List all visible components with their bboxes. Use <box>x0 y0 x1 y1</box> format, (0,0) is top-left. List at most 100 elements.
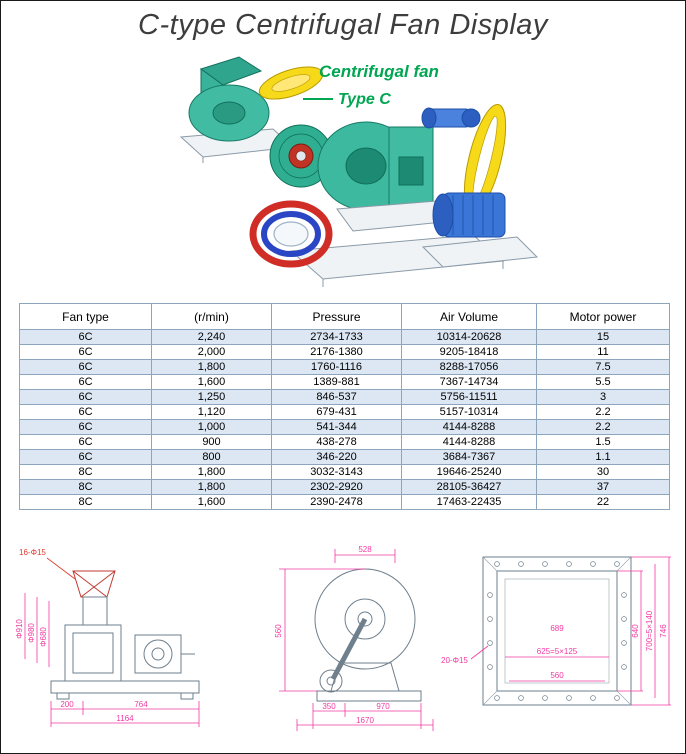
cell-fan-type: 6C <box>19 374 152 390</box>
cell-air-volume: 28105-36427 <box>401 479 537 495</box>
cell-air-volume: 9205-18418 <box>401 344 537 360</box>
top-dim-line <box>334 549 396 563</box>
header-rpm: (r/min) <box>151 303 272 330</box>
cell-pressure: 2302-2920 <box>271 479 402 495</box>
header-pressure: Pressure <box>271 303 402 330</box>
table-row: 6C 800 346-220 3684-7367 1.1 <box>19 449 670 465</box>
cell-rpm: 900 <box>151 434 272 450</box>
cell-air-volume: 5157-10314 <box>401 404 537 420</box>
table-row: 6C 1,600 1389-881 7367-14734 5.5 <box>19 374 670 390</box>
cell-motor-power: 2.2 <box>536 404 670 420</box>
motor <box>432 192 506 238</box>
cell-fan-type: 6C <box>19 434 152 450</box>
table-row: 6C 1,120 679-431 5157-10314 2.2 <box>19 404 670 420</box>
cell-rpm: 2,000 <box>151 344 272 360</box>
table-row: 8C 1,600 2390-2478 17463-22435 22 <box>19 494 670 510</box>
dim-label: 1670 <box>356 716 374 725</box>
dim-label: 625=5×125 <box>537 647 578 656</box>
cell-motor-power: 3 <box>536 389 670 405</box>
cell-motor-power: 11 <box>536 344 670 360</box>
spec-table-wrap: Fan type (r/min) Pressure Air Volume Mot… <box>19 303 670 510</box>
dim-label: 640 <box>631 624 640 638</box>
cell-fan-type: 6C <box>19 344 152 360</box>
dim-label: 16-Φ15 <box>19 548 46 557</box>
belt <box>463 104 507 214</box>
dim-label: 1164 <box>116 714 134 723</box>
cell-air-volume: 4144-8288 <box>401 434 537 450</box>
technical-drawings: 16-Φ15 Φ910 Φ980 Φ680 <box>1 541 685 751</box>
cell-fan-type: 8C <box>19 494 152 510</box>
table-row: 8C 1,800 2302-2920 28105-36427 37 <box>19 479 670 495</box>
cell-pressure: 3032-3143 <box>271 464 402 480</box>
inlet-ring <box>249 200 333 268</box>
right-dim-lines <box>617 556 671 706</box>
cell-rpm: 1,800 <box>151 464 272 480</box>
cell-rpm: 1,250 <box>151 389 272 405</box>
cell-fan-type: 6C <box>19 404 152 420</box>
fan-exploded-illustration: Centrifugal fan Type C <box>179 56 539 287</box>
cell-air-volume: 5756-11511 <box>401 389 537 405</box>
cell-air-volume: 4144-8288 <box>401 419 537 435</box>
cell-fan-type: 6C <box>19 329 152 345</box>
drawing-front-view: 528 560 350 <box>274 545 434 731</box>
cell-pressure: 2390-2478 <box>271 494 402 510</box>
cell-motor-power: 2.2 <box>536 419 670 435</box>
bottom-dim-lines <box>50 701 200 727</box>
cell-fan-type: 8C <box>19 464 152 480</box>
pulley-gearbox <box>421 107 481 129</box>
cell-fan-type: 8C <box>19 479 152 495</box>
cell-air-volume: 19646-25240 <box>401 464 537 480</box>
left-dim-line <box>279 568 365 692</box>
table-row: 6C 1,800 1760-1116 8288-17056 7.5 <box>19 359 670 375</box>
table-row: 6C 2,240 2734-1733 10314-20628 15 <box>19 329 670 345</box>
dim-label: 200 <box>60 700 74 709</box>
cell-motor-power: 1.5 <box>536 434 670 450</box>
corner-diagonals <box>482 556 632 706</box>
cell-air-volume: 8288-17056 <box>401 359 537 375</box>
cell-motor-power: 5.5 <box>536 374 670 390</box>
dim-label: 700=5×140 <box>645 610 654 651</box>
illustration-labels: Centrifugal fan Type C <box>303 62 439 108</box>
cell-pressure: 679-431 <box>271 404 402 420</box>
cell-rpm: 1,600 <box>151 494 272 510</box>
cell-pressure: 846-537 <box>271 389 402 405</box>
header-fan-type: Fan type <box>19 303 152 330</box>
cell-pressure: 438-278 <box>271 434 402 450</box>
cell-motor-power: 7.5 <box>536 359 670 375</box>
cell-fan-type: 6C <box>19 419 152 435</box>
inlet-hopper <box>72 570 116 598</box>
cell-rpm: 1,000 <box>151 419 272 435</box>
cell-rpm: 1,120 <box>151 404 272 420</box>
cell-motor-power: 22 <box>536 494 670 510</box>
table-row: 8C 1,800 3032-3143 19646-25240 30 <box>19 464 670 480</box>
cell-rpm: 1,600 <box>151 374 272 390</box>
cell-air-volume: 3684-7367 <box>401 449 537 465</box>
dim-label: 560 <box>550 671 564 680</box>
cell-rpm: 1,800 <box>151 479 272 495</box>
dim-label: 689 <box>550 624 564 633</box>
table-row: 6C 1,250 846-537 5756-11511 3 <box>19 389 670 405</box>
cell-fan-type: 6C <box>19 449 152 465</box>
fan-housing <box>317 121 454 232</box>
belt-guard <box>258 66 324 100</box>
drawing-inlet-flange: 689 625=5×125 560 640 700=5×140 746 20-Φ… <box>441 556 671 706</box>
dim-label: 528 <box>358 545 372 554</box>
cell-rpm: 800 <box>151 449 272 465</box>
dim-label: 560 <box>274 624 283 638</box>
inner-dim-lines <box>505 656 609 682</box>
table-row: 6C 900 438-278 4144-8288 1.5 <box>19 434 670 450</box>
cell-rpm: 2,240 <box>151 329 272 345</box>
drawing-side-view: 16-Φ15 Φ910 Φ980 Φ680 <box>15 548 200 727</box>
cell-pressure: 346-220 <box>271 449 402 465</box>
dim-label: 20-Φ15 <box>441 656 468 665</box>
cell-motor-power: 37 <box>536 479 670 495</box>
cell-pressure: 1760-1116 <box>271 359 402 375</box>
outlet-fan-part <box>188 56 270 142</box>
dim-label: 764 <box>134 700 148 709</box>
dim-label: Φ910 <box>15 619 24 639</box>
fan-spec-table: Fan type (r/min) Pressure Air Volume Mot… <box>19 303 670 510</box>
cell-motor-power: 1.1 <box>536 449 670 465</box>
cell-pressure: 1389-881 <box>271 374 402 390</box>
dim-label: Φ980 <box>27 623 36 643</box>
